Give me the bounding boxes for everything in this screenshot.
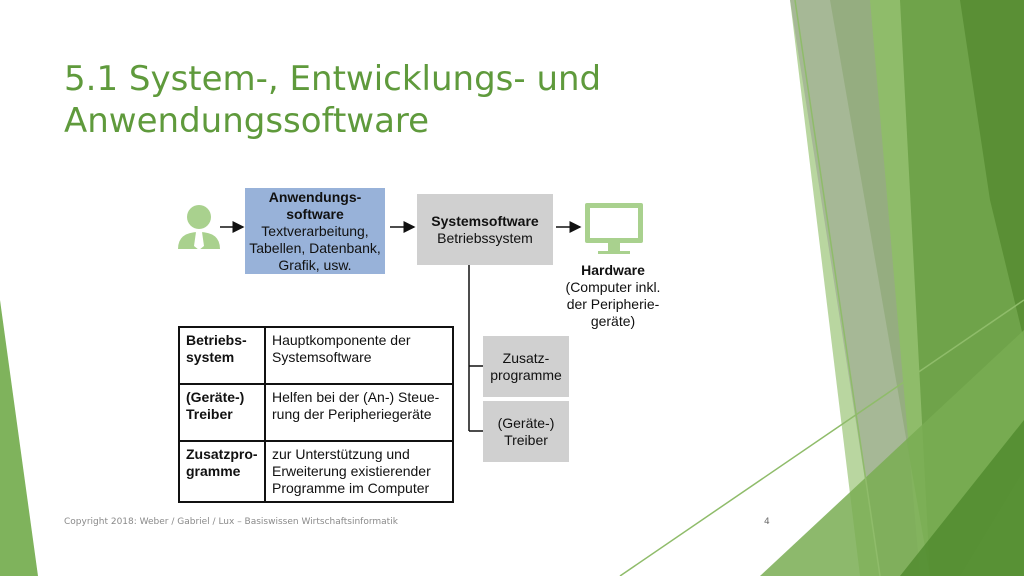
table-definition: Helfen bei der (An-) Steue- rung der Per…	[264, 383, 454, 442]
term-line: Zusatzpro-	[186, 446, 258, 462]
hardware-line3: geräte)	[590, 313, 636, 329]
system-software-box: Systemsoftware Betriebssystem	[417, 194, 553, 265]
treiber-line2: Treiber	[504, 431, 548, 448]
table-term: Zusatzpro- gramme	[178, 440, 266, 503]
table-definition: zur Unterstützung und Erweiterung existi…	[264, 440, 454, 503]
app-box-line3: Grafik, usw.	[278, 256, 352, 273]
table-row: Betriebs- system Hauptkomponente der Sys…	[178, 326, 454, 385]
hardware-line1: (Computer inkl.	[565, 279, 661, 295]
definition-line: zur Unterstützung und	[272, 446, 410, 462]
term-line: (Geräte-)	[186, 389, 245, 405]
term-line: system	[186, 349, 235, 365]
application-software-box: Anwendungs- software Textverarbeitung, T…	[245, 188, 385, 274]
definition-line: Hauptkomponente der	[272, 332, 411, 348]
right-panel-forest	[960, 0, 1024, 340]
drivers-box: (Geräte-) Treiber	[483, 401, 569, 462]
treiber-line1: (Geräte-)	[497, 414, 555, 431]
definition-line: Programme im Computer	[272, 480, 430, 496]
definition-line: Systemsoftware	[272, 349, 372, 365]
term-line: gramme	[186, 463, 241, 479]
definition-line: rung der Peripheriegeräte	[272, 406, 432, 422]
hardware-label: Hardware (Computer inkl. der Peripherie-…	[558, 262, 668, 330]
additional-programs-box: Zusatz- programme	[483, 336, 569, 397]
hardware-title: Hardware	[581, 262, 645, 278]
slide-title-line1: 5.1 System-, Entwicklungs- und	[64, 59, 602, 99]
app-box-title-line2: software	[286, 205, 344, 222]
slide-footer: Copyright 2018: Weber / Gabriel / Lux – …	[64, 517, 398, 527]
table-term: (Geräte-) Treiber	[178, 383, 266, 442]
left-green-stripe	[0, 300, 38, 576]
table-row: Zusatzpro- gramme zur Unterstützung und …	[178, 440, 454, 503]
zusatz-line1: Zusatz-	[502, 349, 550, 366]
deco-line-2	[619, 299, 1024, 576]
deco-line-1	[794, 0, 881, 576]
app-box-line1: Textverarbeitung,	[261, 222, 369, 239]
sys-box-line1: Betriebssystem	[437, 229, 533, 246]
term-line: Treiber	[186, 406, 233, 422]
page-number: 4	[764, 517, 770, 527]
right-panel-gray	[790, 0, 920, 576]
app-box-line2: Tabellen, Datenbank,	[249, 239, 381, 256]
right-bottom-wedge-dark	[900, 420, 1024, 576]
app-box-title-line1: Anwendungs-	[268, 188, 362, 205]
table-row: (Geräte-) Treiber Helfen bei der (An-) S…	[178, 383, 454, 442]
definition-line: Erweiterung existierender	[272, 463, 431, 479]
slide-title-line2: Anwendungssoftware	[64, 101, 430, 141]
zusatz-line2: programme	[490, 366, 562, 383]
term-line: Betriebs-	[186, 332, 247, 348]
definition-line: Helfen bei der (An-) Steue-	[272, 389, 440, 405]
sys-box-title: Systemsoftware	[431, 212, 539, 229]
table-definition: Hauptkomponente der Systemsoftware	[264, 326, 454, 385]
slide-title: 5.1 System-, Entwicklungs- und Anwendung…	[64, 58, 744, 142]
table-term: Betriebs- system	[178, 326, 266, 385]
definitions-table: Betriebs- system Hauptkomponente der Sys…	[178, 326, 454, 503]
hardware-line2: der Peripherie-	[566, 296, 660, 312]
